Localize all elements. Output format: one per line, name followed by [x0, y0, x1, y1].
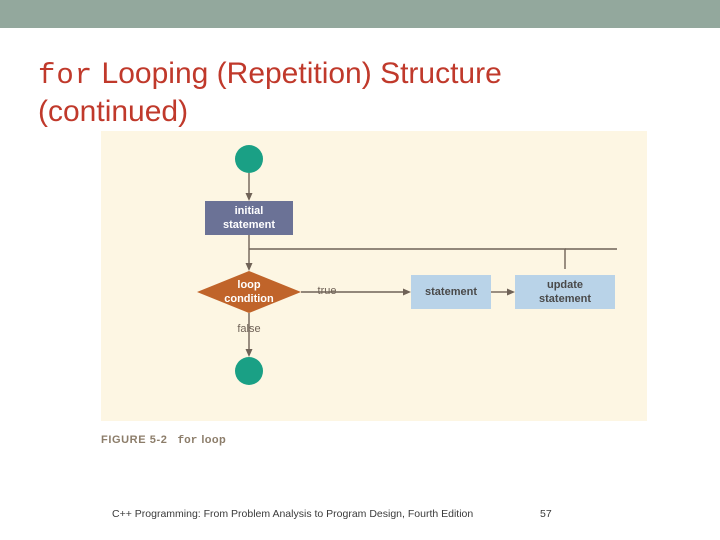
node-initial-statement: initial statement — [205, 201, 293, 235]
page-title-line2: (continued) — [38, 95, 189, 129]
node-initial-statement-label-2: statement — [223, 219, 275, 231]
edge-label-false: false — [237, 323, 260, 335]
node-loop-condition: loop condition — [197, 271, 301, 313]
node-end — [235, 357, 263, 385]
node-initial-statement-label-1: initial — [235, 205, 264, 217]
node-update-statement-label-1: update — [547, 279, 583, 291]
figure-panel: initial statement loop condition true fa… — [101, 131, 647, 421]
figure-caption-rest: loop — [201, 434, 227, 446]
for-loop-flowchart: initial statement loop condition true fa… — [197, 145, 617, 385]
node-loop-condition-label-2: condition — [224, 293, 274, 305]
page-title-rest: Looping (Repetition) Structure — [93, 57, 502, 91]
footer-book-title: C++ Programming: From Problem Analysis t… — [112, 508, 474, 520]
node-statement: statement — [411, 275, 491, 309]
flow-connectors — [245, 173, 617, 357]
figure-caption-keyword: for — [177, 435, 198, 447]
node-update-statement: update statement — [515, 275, 615, 309]
node-statement-label: statement — [425, 286, 477, 298]
node-start — [235, 145, 263, 173]
page-title-keyword: for — [38, 59, 94, 93]
footer-page-number: 57 — [540, 508, 552, 520]
node-loop-condition-label-1: loop — [237, 279, 260, 291]
figure-caption-label: FIGURE 5-2 — [101, 434, 168, 446]
node-update-statement-label-2: statement — [539, 293, 591, 305]
page-title: for Looping (Repetition) Structure (cont… — [38, 56, 678, 130]
edge-label-true: true — [318, 285, 337, 297]
top-band — [0, 0, 720, 28]
slide-footer: C++ Programming: From Problem Analysis t… — [0, 508, 720, 532]
